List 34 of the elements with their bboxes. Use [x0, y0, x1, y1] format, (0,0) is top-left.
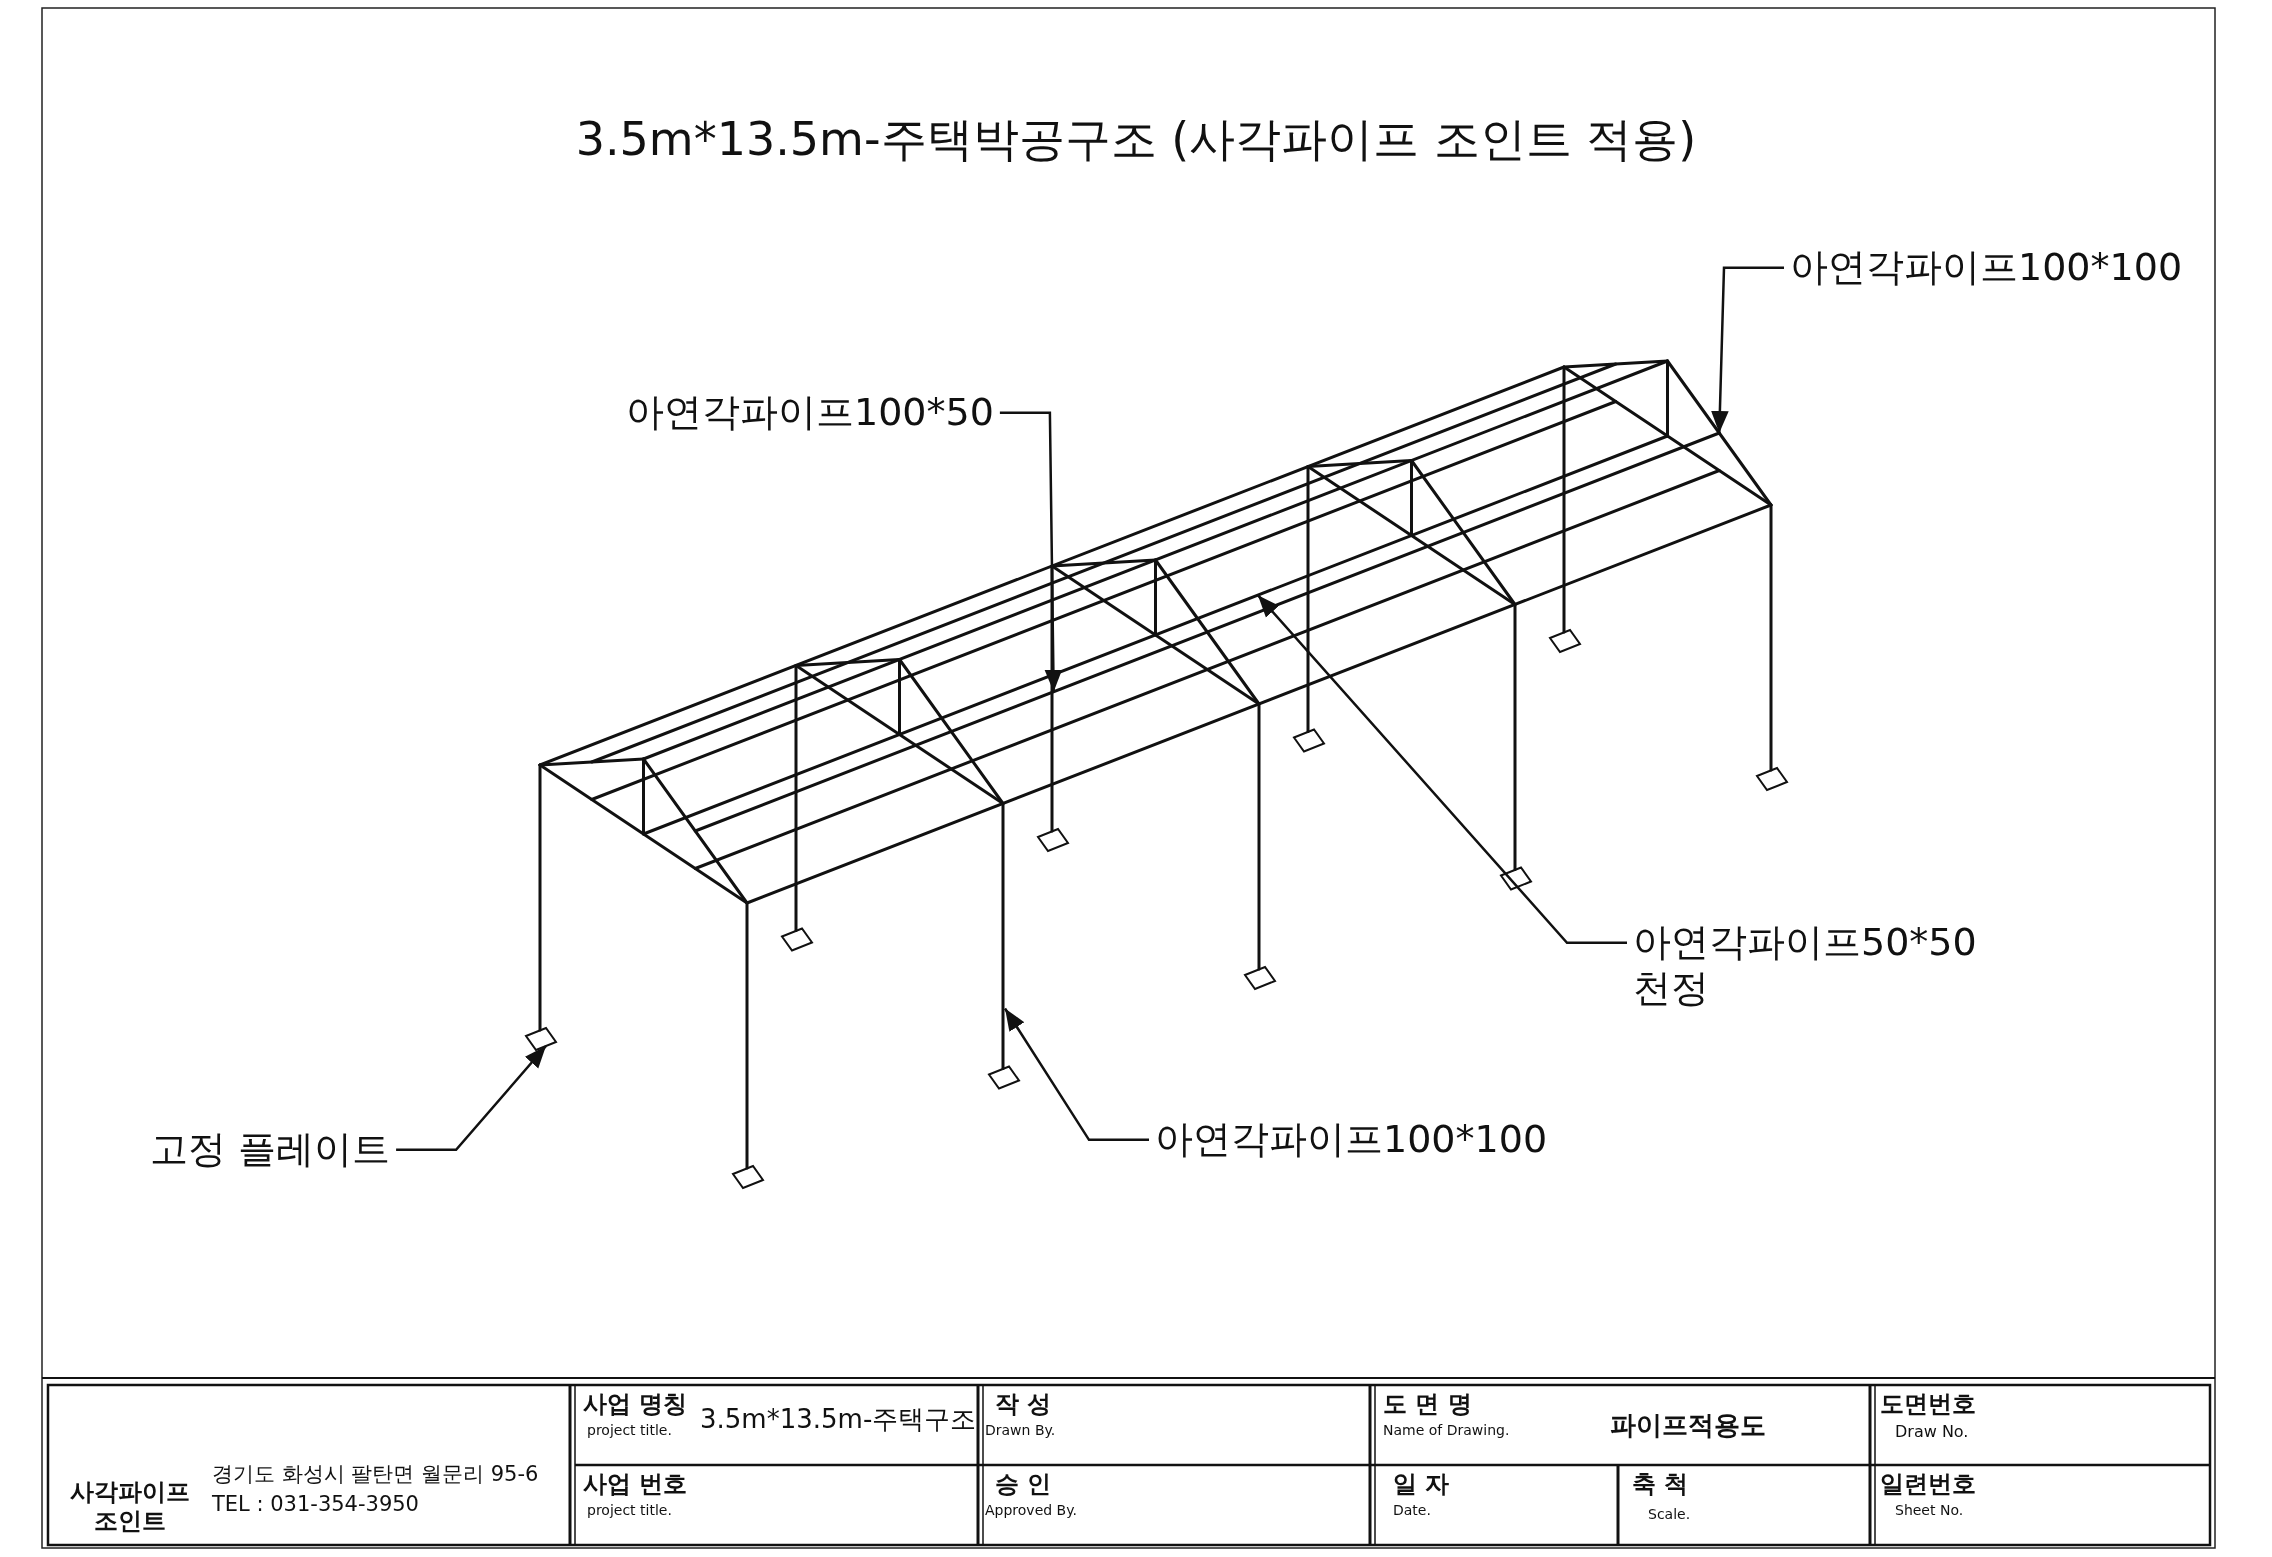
field-subheading: Drawn By.	[985, 1422, 1056, 1439]
field-subheading: Scale.	[1648, 1506, 1691, 1523]
callout-label: 고정 플레이트	[150, 1127, 391, 1173]
phone-text: TEL : 031-354-3950	[212, 1492, 419, 1518]
field-subheading: Approved By.	[985, 1502, 1077, 1519]
leader-line	[999, 411, 1063, 692]
field-subheading: Date.	[1393, 1502, 1431, 1519]
drawing-title: 3.5m*13.5m-주택박공구조 (사각파이프 조인트 적용)	[574, 112, 1698, 168]
field-heading: 도 면 명	[1383, 1390, 1472, 1419]
field-heading: 도면번호	[1880, 1390, 1976, 1419]
callout-label: 아연각파이프100*100	[1155, 1117, 1548, 1163]
leader-line	[1256, 594, 1627, 945]
field-subheading: project title.	[587, 1422, 672, 1439]
field-heading: 일 자	[1393, 1470, 1450, 1499]
callout-label: 아연각파이프50*50 천정	[1633, 920, 1977, 1012]
drawing-name-text: 파이프적용도	[1610, 1410, 1766, 1442]
callout-label: 아연각파이프100*100	[1790, 245, 2183, 291]
company-label: 사각파이프 조인트	[70, 1478, 190, 1536]
field-heading: 승 인	[995, 1470, 1052, 1499]
field-subheading: Sheet No.	[1895, 1502, 1964, 1519]
address-text: 경기도 화성시 팔탄면 월문리 95-6	[212, 1462, 539, 1488]
callout-label: 아연각파이프100*50	[626, 390, 994, 436]
leader-line	[396, 1045, 547, 1152]
field-heading: 사업 명칭	[583, 1390, 688, 1419]
leader-line	[1003, 1007, 1149, 1142]
project-title-text: 3.5m*13.5m-주택구조	[700, 1404, 977, 1436]
field-subheading: Draw No.	[1895, 1422, 1969, 1442]
field-heading: 일련번호	[1880, 1470, 1976, 1499]
field-subheading: Name of Drawing.	[1383, 1422, 1510, 1439]
field-heading: 사업 번호	[583, 1470, 688, 1499]
field-heading: 축 척	[1632, 1470, 1689, 1499]
field-subheading: project title.	[587, 1502, 672, 1519]
leader-line	[1711, 266, 1784, 434]
field-heading: 작 성	[995, 1390, 1052, 1419]
